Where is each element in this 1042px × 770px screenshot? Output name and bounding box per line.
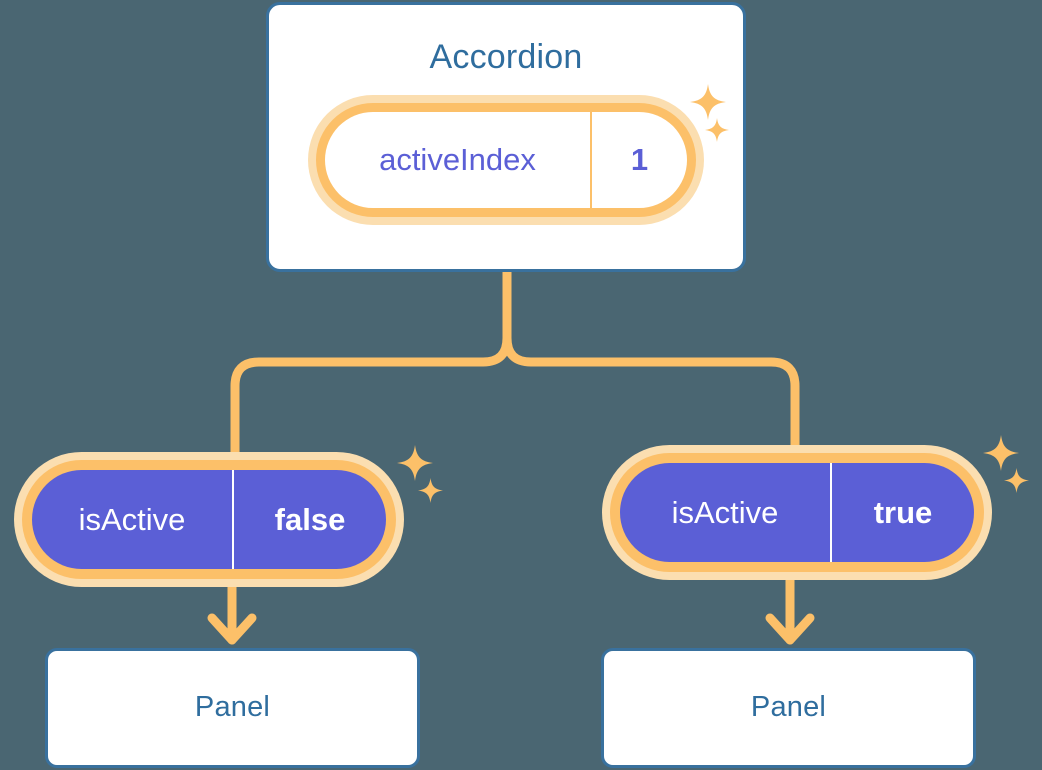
component-node-panel-left[interactable]: Panel (45, 648, 420, 768)
prop-badge-body: isActive true (620, 463, 974, 562)
sparkle-icon (397, 445, 433, 481)
connector-root-split (502, 267, 800, 452)
sparkle-icon (705, 118, 729, 142)
connector-root-split-left (230, 333, 512, 460)
prop-value-is-active: true (830, 463, 974, 562)
arrow-down-icon-left (207, 613, 257, 645)
prop-badge-is-active-true[interactable]: isActive true (602, 445, 992, 580)
sparkle-icon (690, 84, 726, 120)
prop-value-active-index: 1 (590, 112, 687, 208)
panel-right-title: Panel (750, 691, 827, 723)
prop-value-is-active: false (232, 470, 386, 569)
sparkle-icon (1004, 468, 1029, 493)
accordion-title: Accordion (429, 38, 583, 76)
prop-badge-active-index[interactable]: activeIndex 1 (308, 95, 704, 225)
arrow-down-icon-right (765, 613, 815, 645)
panel-left-title: Panel (194, 691, 271, 723)
prop-badge-body: isActive false (32, 470, 386, 569)
sparkle-icon (418, 478, 443, 503)
prop-key-is-active: isActive (78, 501, 186, 537)
prop-key-is-active: isActive (671, 494, 779, 530)
component-node-panel-right[interactable]: Panel (601, 648, 976, 768)
prop-key-active-index: activeIndex (379, 142, 536, 177)
prop-badge-body: activeIndex 1 (325, 112, 687, 208)
prop-badge-is-active-false[interactable]: isActive false (14, 452, 404, 587)
sparkle-icon (983, 435, 1019, 471)
